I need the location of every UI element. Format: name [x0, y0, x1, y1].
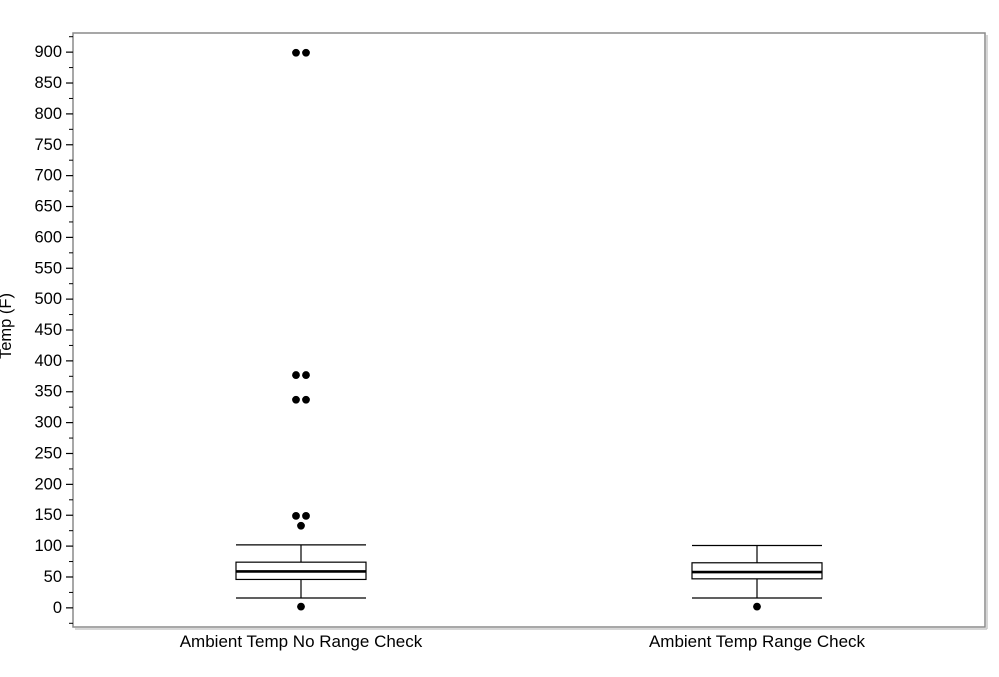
y-tick-label: 350: [34, 383, 62, 401]
y-tick-label: 550: [34, 259, 62, 277]
outlier-dot: [302, 48, 310, 57]
y-tick-label: 0: [53, 599, 62, 617]
outlier-dot: [297, 521, 305, 530]
box-group: [235, 48, 367, 611]
y-tick-label: 800: [34, 105, 62, 123]
y-tick-label: 600: [34, 228, 62, 246]
y-axis: 0 50 100 150 200 250 300 350 400 450 500 550 600 650 7…: [0, 36, 73, 624]
y-tick-label: 650: [34, 198, 62, 216]
y-tick-label: 450: [34, 321, 62, 339]
boxes: [235, 48, 823, 611]
y-tick-label: 500: [34, 290, 62, 308]
category-label: Ambient Temp No Range Check: [180, 632, 423, 651]
outlier-dot: [297, 602, 305, 611]
outlier-dot: [292, 48, 300, 57]
y-tick-label: 50: [44, 568, 62, 586]
outlier-dot: [292, 395, 300, 404]
x-axis: Ambient Temp No Range Check Ambient Temp …: [180, 632, 866, 651]
y-tick-label: 400: [34, 352, 62, 370]
y-tick-label: 900: [34, 43, 62, 61]
outlier-dot: [302, 395, 310, 404]
frame-rect: [72, 32, 986, 628]
y-tick-label: 200: [34, 475, 62, 493]
y-tick-label: 750: [34, 136, 62, 154]
y-tick-label: 700: [34, 167, 62, 185]
y-tick-label: 850: [34, 74, 62, 92]
category-label: Ambient Temp Range Check: [649, 632, 866, 651]
y-axis-title: Temp (F): [0, 293, 15, 359]
y-tick-label: 300: [34, 414, 62, 432]
outlier-dot: [302, 511, 310, 520]
plot-frame: [72, 32, 988, 630]
outlier-dot: [753, 602, 761, 611]
outlier-dot: [292, 371, 300, 379]
outlier-dot: [302, 371, 310, 379]
y-tick-label: 150: [34, 506, 62, 524]
y-tick-label: 100: [34, 537, 62, 555]
box-group: [691, 544, 823, 611]
outlier-dot: [292, 511, 300, 520]
y-tick-label: 250: [34, 444, 62, 462]
